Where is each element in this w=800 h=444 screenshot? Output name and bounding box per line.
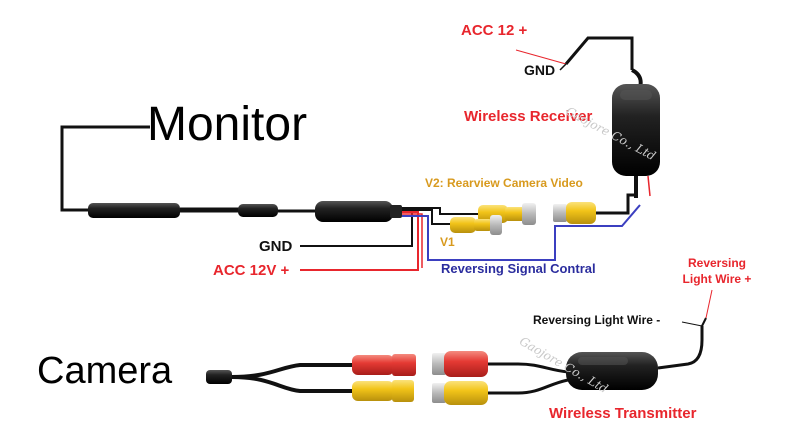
camera-label: Camera — [37, 350, 173, 392]
v1-rca-female — [450, 215, 502, 235]
wireless-receiver — [515, 36, 660, 198]
reversing-light-wire-minus-label: Reversing Light Wire - — [533, 313, 661, 327]
camera-cable — [206, 363, 358, 393]
camera-rca-yellow — [352, 380, 414, 402]
reversing-signal-wire — [402, 204, 641, 261]
acc-12-plus-label: ACC 12 + — [461, 22, 528, 39]
acc-12v-plus-label: ACC 12V + — [213, 262, 290, 279]
transmitter-rca-red — [432, 351, 569, 377]
v2-video-label: V2: Rearview Camera Video — [425, 176, 583, 190]
reversing-light-wire-plus-label: Reversing Light Wire + — [682, 256, 752, 287]
receiver-rca-male — [553, 193, 636, 224]
monitor-cable — [60, 125, 318, 218]
reversing-signal-label: Reversing Signal Contral — [441, 261, 596, 276]
monitor-label: Monitor — [147, 98, 308, 151]
wireless-transmitter-label: Wireless Transmitter — [549, 405, 697, 422]
acc-12v-wire — [300, 211, 419, 271]
transmitter-rca-yellow — [432, 378, 569, 405]
monitor-connector — [88, 203, 180, 218]
v1-label: V1 — [440, 235, 455, 249]
v2-rca-female — [478, 203, 536, 225]
camera-rca-red — [352, 354, 416, 376]
wireless-transmitter — [566, 289, 713, 390]
gnd-left-label: GND — [259, 238, 293, 255]
junction-box — [315, 201, 402, 222]
wireless-receiver-label: Wireless Receiver — [464, 108, 593, 125]
gnd-top-label: GND — [524, 62, 556, 78]
